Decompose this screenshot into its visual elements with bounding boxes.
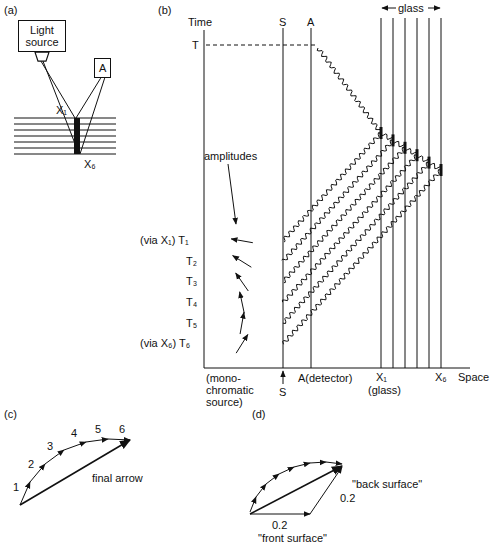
glass-layer — [14, 136, 116, 137]
region-label: glass — [398, 2, 424, 14]
reflection-mark — [428, 157, 431, 169]
amplitude-arrow — [279, 467, 294, 474]
axis-note: S — [279, 386, 286, 398]
time-marker — [206, 45, 318, 46]
amplitude-arrow — [326, 462, 342, 464]
panel-letter: (c) — [4, 408, 17, 420]
reflection-mark — [440, 164, 443, 176]
line-label: A — [307, 16, 314, 28]
reflected-wave — [283, 162, 429, 323]
glass-layer-line — [393, 18, 394, 368]
detector-box: A — [94, 58, 111, 78]
glass-layer — [14, 130, 116, 131]
glass-layer-line — [429, 18, 430, 368]
position-label: X₆ — [84, 158, 96, 170]
arrow-label: "back surface" — [352, 478, 422, 490]
time-label: T₅ — [186, 317, 197, 329]
reflected-wave — [282, 155, 417, 302]
axis-note: (mono- chromatic source) — [206, 372, 266, 408]
panel-letter: (d) — [252, 408, 265, 420]
reflected-wave — [282, 140, 393, 260]
final-arrow — [250, 466, 342, 514]
space-axis — [204, 368, 470, 369]
callout-number: 3 — [47, 440, 53, 452]
position-label: X₁ — [56, 104, 67, 116]
reflection-mark — [416, 149, 419, 161]
callout-number: 5 — [95, 423, 101, 435]
callout-number: 1 — [13, 481, 19, 493]
reflection-mark — [380, 127, 383, 139]
leader-arrow — [228, 164, 236, 224]
axis-label: Space — [458, 371, 489, 383]
amplitude-arrow — [64, 442, 86, 450]
time-label: T₃ — [186, 275, 197, 287]
node-text: A — [99, 62, 106, 74]
amplitude-arrow — [231, 239, 253, 243]
line-label: S — [279, 16, 286, 28]
glass-layer — [14, 148, 116, 149]
glass-layer-line — [441, 18, 442, 368]
callout-number: 6 — [119, 423, 125, 435]
note-label: amplitudes — [204, 150, 257, 162]
light-ray — [76, 78, 101, 118]
arrow-value: 0.2 — [272, 519, 287, 531]
amplitude-arrow — [240, 312, 244, 334]
position-label: X₁ — [376, 371, 387, 383]
source-nozzle — [35, 52, 49, 61]
incoming-wave — [317, 48, 440, 171]
amplitude-arrow — [266, 474, 279, 484]
axis-note: A(detector) — [298, 372, 352, 384]
reflected-wave — [284, 147, 405, 282]
panel-letter: (a) — [4, 4, 17, 16]
amplitude-arrow — [86, 439, 108, 442]
amplitude-arrow — [236, 334, 248, 353]
axis-note: (glass) — [368, 384, 401, 396]
light-ray — [80, 78, 105, 154]
source-line — [283, 28, 284, 368]
callout-number: 2 — [28, 458, 34, 470]
glass-layer — [14, 124, 116, 125]
amplitude-arrow — [236, 273, 249, 291]
time-axis — [204, 30, 205, 368]
axis-label: Time — [188, 16, 212, 28]
light-source-box: Light source — [18, 20, 66, 52]
arrow-label: "front surface" — [258, 532, 327, 544]
panel-letter: (b) — [158, 4, 171, 16]
glass-bracket-arrow — [382, 8, 396, 9]
amplitude-arrow — [108, 439, 130, 440]
glass-layer — [14, 154, 116, 155]
time-label: (via X₁) T₁ — [140, 234, 189, 246]
glass-bracket-arrow — [428, 8, 440, 9]
amplitude-arrow — [45, 450, 64, 464]
reflected-wave — [284, 133, 381, 243]
amplitude-arrow — [294, 463, 310, 467]
front-surface-arrow — [250, 514, 310, 515]
glass-layer — [14, 142, 116, 143]
arrow-value: 0.2 — [340, 492, 355, 504]
amplitude-arrow — [233, 256, 252, 268]
amplitude-arrow — [240, 292, 245, 314]
time-label: T — [192, 39, 199, 51]
callout-number: 4 — [71, 427, 77, 439]
node-text: Light source — [23, 24, 61, 48]
reflection-mark — [404, 142, 407, 154]
detector-line — [311, 28, 312, 368]
amplitude-arrow — [250, 497, 256, 512]
time-label: T₄ — [186, 296, 197, 308]
arrow-label: final arrow — [92, 472, 143, 484]
glass-layer-line — [417, 18, 418, 368]
amplitude-arrow — [256, 484, 266, 497]
reflected-wave — [283, 170, 441, 345]
light-ray — [43, 61, 79, 154]
reflection-mark — [392, 134, 395, 146]
glass-layer-line — [405, 18, 406, 368]
amplitude-arrow — [310, 462, 326, 463]
time-label: T₂ — [186, 255, 197, 267]
time-label: (via X₆) T₆ — [140, 337, 190, 349]
back-surface-arrow — [310, 467, 342, 514]
position-label: X₆ — [435, 371, 447, 383]
source-pointer — [283, 371, 284, 384]
